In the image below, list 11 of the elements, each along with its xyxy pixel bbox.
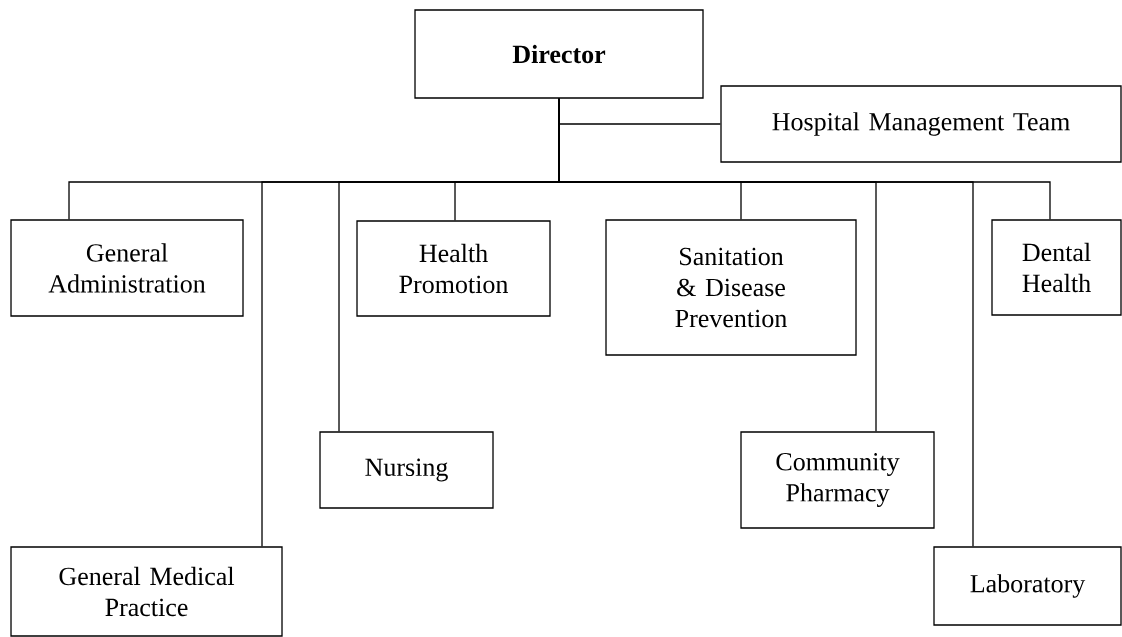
unit-box: Hospital Management Team [720,85,1122,163]
unit-box: Dental Health [991,219,1122,316]
unit-box: General Administration [10,219,244,317]
unit-box: Community Pharmacy [740,431,935,529]
unit-box: General Medical Practice [10,546,283,637]
unit-box: Laboratory [933,546,1122,626]
unit-box: Director [414,9,704,99]
connector-line [558,98,974,547]
unit-box: Health Promotion [356,220,551,317]
unit-box: Nursing [319,431,494,509]
unit-box: Sanitation & Disease Prevention [605,219,857,356]
